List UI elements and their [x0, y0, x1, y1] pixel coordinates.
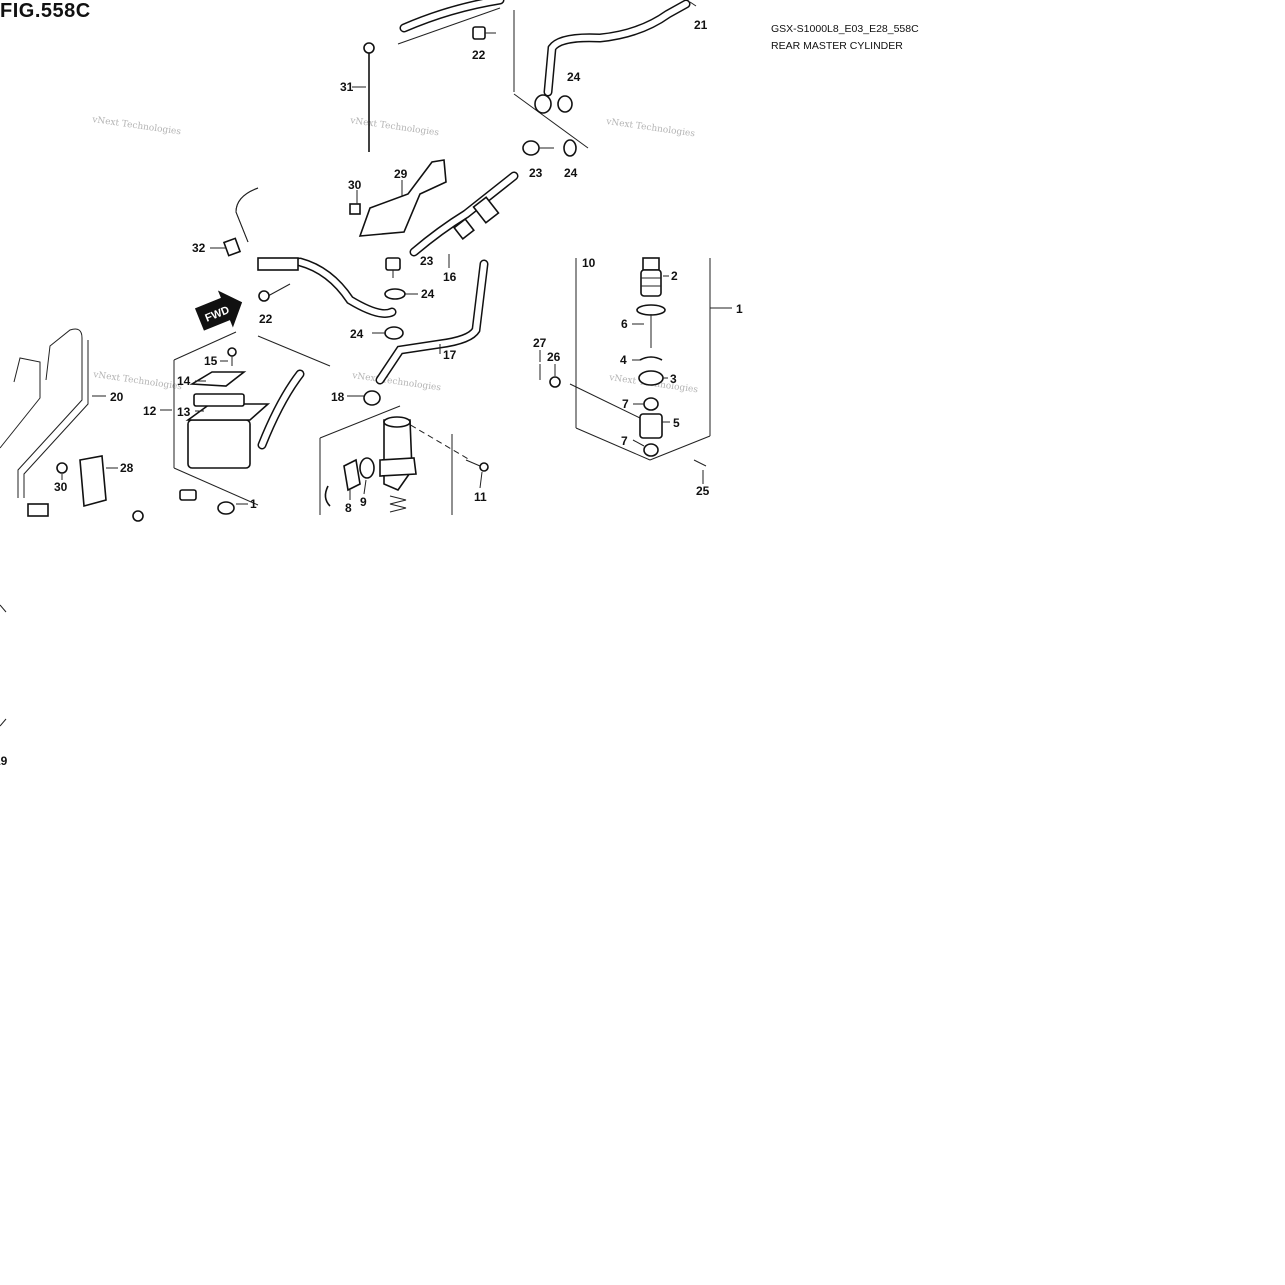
callout-29: 29	[394, 167, 408, 181]
clevis-5	[639, 413, 663, 439]
watermark-text: vNext Technologies	[351, 371, 442, 394]
master-cylinder-body	[383, 419, 413, 491]
callout-32: 32	[192, 241, 206, 255]
callout-24: 24	[421, 287, 435, 301]
boot-2	[640, 269, 662, 297]
callout-21: 21	[694, 18, 708, 32]
callout-14: 14	[177, 374, 191, 388]
pushrod-panel	[539, 257, 732, 467]
figure-caption: REAR MASTER CYLINDER	[771, 40, 903, 52]
master-cylinder-panel	[319, 390, 489, 515]
callout-7: 7	[622, 397, 629, 411]
callout-22: 22	[259, 312, 273, 326]
callout-10: 10	[582, 256, 596, 270]
watermark-text: vNext Technologies	[605, 117, 696, 140]
reservoir-diaphragm	[193, 393, 245, 407]
callout-23: 23	[420, 254, 434, 268]
bracket-28	[79, 455, 107, 508]
washer-24	[557, 95, 573, 113]
callout-23: 23	[529, 166, 543, 180]
callout-19: 19	[0, 754, 8, 768]
callout-28: 28	[120, 461, 134, 475]
watermark-text: vNext Technologies	[92, 370, 183, 393]
callout-22: 22	[472, 48, 486, 62]
callout-6: 6	[621, 317, 628, 331]
watermark-text: vNext Technologies	[91, 115, 182, 138]
upper-hose-panel	[222, 0, 691, 385]
callouts: 21 22 31 24 23 24 30 29 32 23 16 24 22 2…	[0, 18, 743, 768]
bracket-29	[358, 159, 447, 237]
reservoir-body	[187, 419, 251, 469]
callout-27: 27	[533, 336, 547, 350]
callout-5: 5	[673, 416, 680, 430]
callout-24: 24	[567, 70, 581, 84]
callout-25: 25	[696, 484, 710, 498]
fwd-arrow: FWD	[194, 290, 243, 331]
figure-code: GSX-S1000L8_E03_E28_558C	[771, 23, 919, 35]
leader-lines	[61, 1, 704, 505]
callout-20: 20	[110, 390, 124, 404]
callout-30: 30	[54, 480, 68, 494]
callout-18: 18	[331, 390, 345, 404]
callout-26: 26	[547, 350, 561, 364]
callout-2: 2	[671, 269, 678, 283]
callout-17: 17	[443, 348, 457, 362]
banjo-fitting	[534, 94, 552, 114]
callout-4: 4	[620, 353, 627, 367]
callout-16: 16	[443, 270, 457, 284]
callout-13: 13	[177, 405, 191, 419]
callout-7: 7	[621, 434, 628, 448]
callout-1: 1	[736, 302, 743, 316]
callout-24: 24	[564, 166, 578, 180]
callout-3: 3	[670, 372, 677, 386]
callout-8: 8	[345, 501, 352, 515]
callout-30: 30	[348, 178, 362, 192]
callout-15: 15	[204, 354, 218, 368]
callout-24: 24	[350, 327, 364, 341]
reservoir-cap	[189, 371, 247, 387]
watermark-text: vNext Technologies	[349, 116, 440, 139]
figure-title: FIG.558C	[0, 0, 91, 22]
left-edge-fragment	[0, 604, 7, 727]
callout-11: 11	[474, 490, 487, 504]
reservoir-panel	[0, 328, 331, 522]
callout-9: 9	[360, 495, 367, 509]
callout-31: 31	[340, 80, 354, 94]
callout-12: 12	[143, 404, 157, 418]
union-bolt-23	[522, 140, 540, 156]
callout-1: 1	[250, 497, 257, 511]
